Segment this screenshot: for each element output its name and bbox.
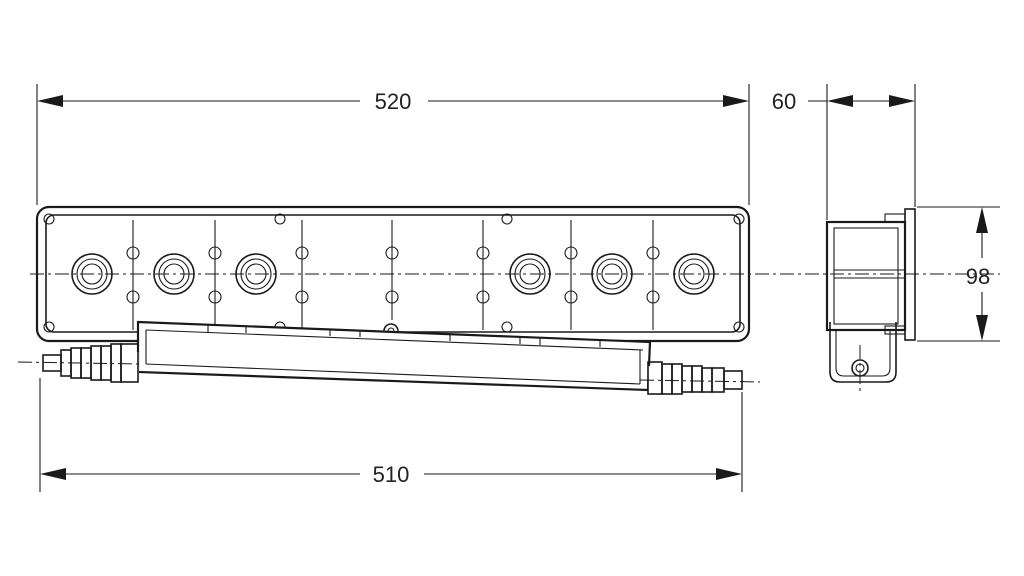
cover-lid [136,320,652,392]
dimension-510-label: 510 [373,462,410,487]
divider [208,220,222,330]
dimension-510: 510 [39,378,743,492]
center-line-left-gland [17,361,141,365]
divider [126,220,140,330]
dimension-98-label: 98 [966,264,990,289]
divider [646,220,660,330]
dimension-520-label: 520 [375,89,412,114]
cable-gland-right [647,361,743,395]
divider-ribs [126,220,660,330]
center-line-right-gland [639,379,761,383]
side-view-box [825,208,916,383]
dimension-98: 98 [917,206,1000,342]
divider [385,220,399,320]
divider [564,220,578,330]
divider [476,220,490,330]
dimension-520: 520 [36,84,750,205]
dimension-60: 60 [772,84,916,220]
cable-gland-left [42,343,139,383]
dimension-60-label: 60 [772,89,796,114]
divider [295,220,309,330]
